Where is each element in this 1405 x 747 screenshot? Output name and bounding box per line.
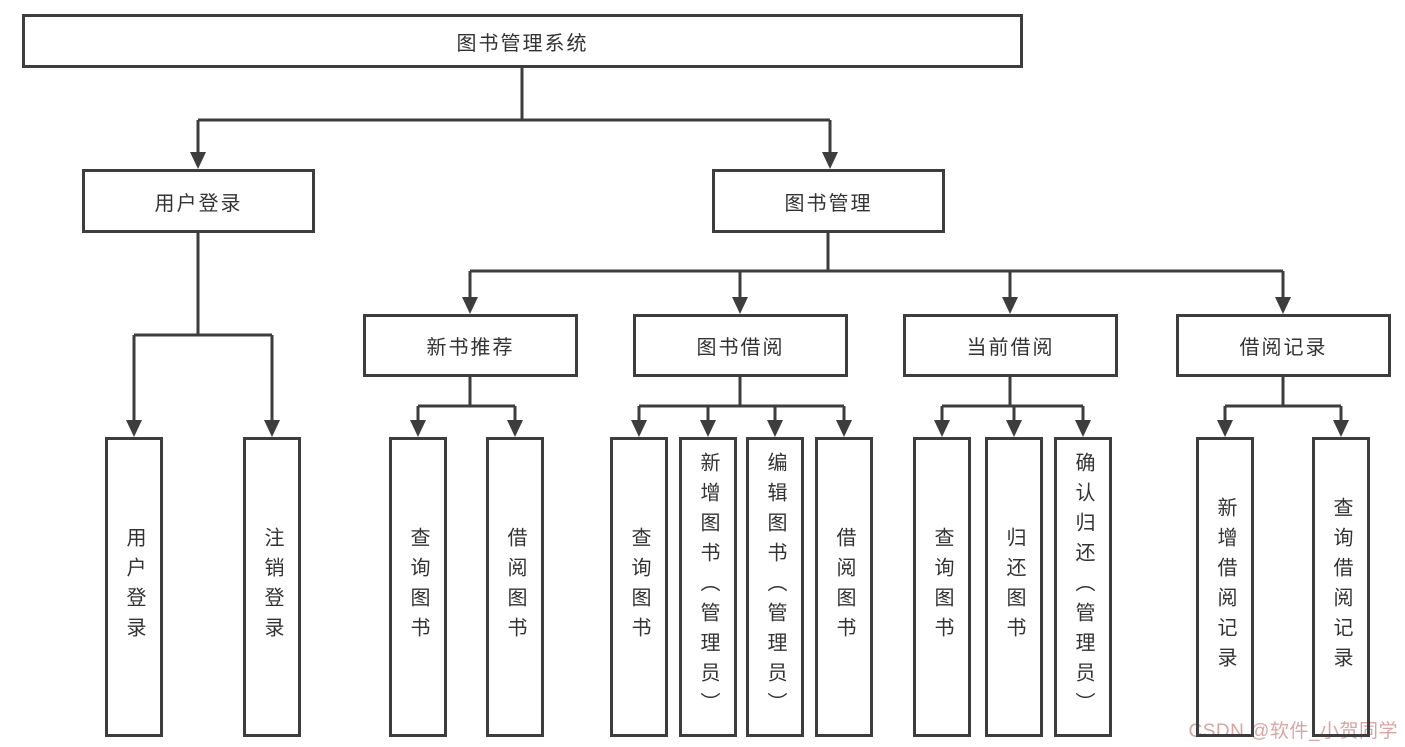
arrow-down-icon — [410, 420, 426, 437]
node-label: 新增借阅记录 — [1214, 497, 1236, 677]
node-label: 编辑图书（管理员） — [764, 452, 786, 722]
leaf-borrow-books: 借阅图书 — [815, 437, 873, 737]
arrow-down-icon — [822, 152, 838, 169]
arrow-down-icon — [767, 420, 783, 437]
node-label: 查询图书 — [628, 527, 650, 647]
node-label: 当前借阅 — [966, 337, 1055, 359]
edge-new-book-branch — [416, 377, 517, 420]
arrow-down-icon — [934, 420, 950, 437]
arrow-down-icon — [700, 420, 716, 437]
arrow-down-icon — [507, 420, 523, 437]
node-book-management-branch: 图书管理 — [712, 169, 945, 233]
leaf-add-borrow-record: 新增借阅记录 — [1196, 437, 1254, 737]
node-label: 新增图书（管理员） — [697, 452, 719, 722]
edge-current-borrow-branch — [940, 377, 1085, 420]
leaf-confirm-return-admin: 确认归还（管理员） — [1054, 437, 1112, 737]
arrow-down-icon — [1333, 420, 1349, 437]
leaf-query-books-borrow: 查询图书 — [610, 437, 668, 737]
arrow-down-icon — [1275, 297, 1291, 314]
leaf-query-borrow-record: 查询借阅记录 — [1312, 437, 1370, 737]
arrow-down-icon — [126, 420, 142, 437]
edge-user-login-branch — [132, 233, 274, 420]
leaf-return-books: 归还图书 — [985, 437, 1043, 737]
arrowheads — [126, 152, 1349, 437]
node-label: 注销登录 — [261, 527, 283, 647]
arrow-down-icon — [836, 420, 852, 437]
tree-edges — [132, 68, 1343, 420]
leaf-add-books-admin: 新增图书（管理员） — [679, 437, 737, 737]
leaf-user-login: 用户登录 — [105, 437, 163, 737]
node-label: 查询借阅记录 — [1330, 497, 1352, 677]
leaf-query-books-recommend: 查询图书 — [389, 437, 447, 737]
leaf-logout: 注销登录 — [243, 437, 301, 737]
node-borrow-record: 借阅记录 — [1176, 314, 1391, 377]
arrow-down-icon — [1217, 420, 1233, 437]
arrow-down-icon — [1002, 297, 1018, 314]
node-label: 查询图书 — [407, 527, 429, 647]
edge-book-borrow-branch — [637, 377, 846, 420]
node-label: 借阅记录 — [1239, 337, 1328, 359]
arrow-down-icon — [631, 420, 647, 437]
node-label: 新书推荐 — [426, 337, 515, 359]
edge-root-to-level2 — [196, 68, 832, 152]
node-library-management-system: 图书管理系统 — [22, 14, 1023, 68]
node-label: 归还图书 — [1003, 527, 1025, 647]
leaf-query-books-current: 查询图书 — [913, 437, 971, 737]
edge-borrow-record-branch — [1223, 377, 1343, 420]
node-current-borrow: 当前借阅 — [903, 314, 1118, 377]
arrow-down-icon — [190, 152, 206, 169]
leaf-borrow-books-recommend: 借阅图书 — [486, 437, 544, 737]
node-label: 用户登录 — [154, 192, 243, 215]
node-label: 查询图书 — [931, 527, 953, 647]
node-label: 图书借阅 — [696, 337, 785, 359]
edge-book-mgmt-branch — [468, 233, 1285, 297]
node-label: 图书管理 — [784, 192, 873, 215]
arrow-down-icon — [1075, 420, 1091, 437]
node-new-book-recommend: 新书推荐 — [363, 314, 578, 377]
node-book-borrow: 图书借阅 — [633, 314, 848, 377]
node-label: 用户登录 — [123, 527, 145, 647]
node-label: 确认归还（管理员） — [1072, 452, 1094, 722]
arrow-down-icon — [1006, 420, 1022, 437]
arrow-down-icon — [264, 420, 280, 437]
arrow-down-icon — [732, 297, 748, 314]
node-label: 借阅图书 — [833, 527, 855, 647]
node-label: 借阅图书 — [504, 527, 526, 647]
node-label: 图书管理系统 — [456, 32, 589, 55]
leaf-edit-books-admin: 编辑图书（管理员） — [746, 437, 804, 737]
arrow-down-icon — [462, 297, 478, 314]
node-user-login-branch: 用户登录 — [82, 169, 315, 233]
